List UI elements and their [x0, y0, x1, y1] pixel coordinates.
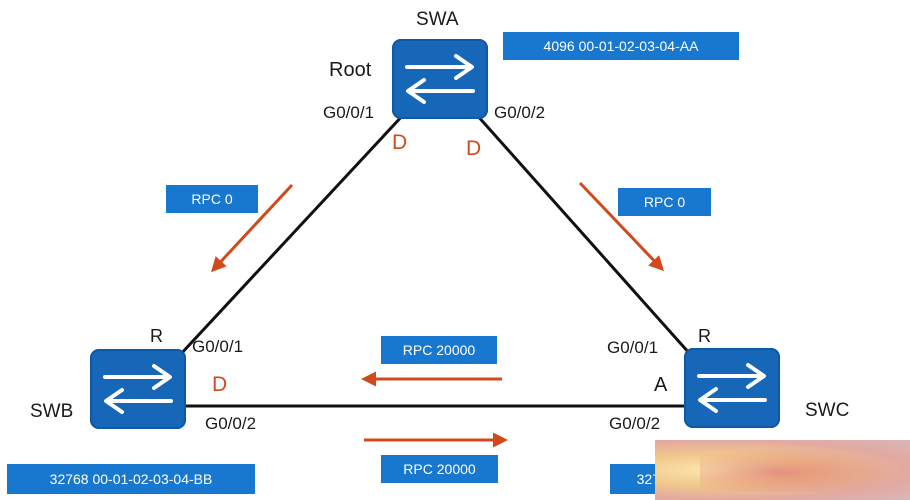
bridge-id-swa: 4096 00-01-02-03-04-AA — [503, 32, 739, 60]
corner-light-flare-shade — [700, 448, 900, 492]
bridge-id-swc: 327 — [610, 464, 662, 494]
switch-arrows-icon — [405, 54, 475, 104]
port-swb-g002: G0/0/2 — [205, 414, 257, 433]
port-swb-g001: G0/0/1 — [192, 337, 244, 356]
port-swa-g001: G0/0/1 — [323, 103, 375, 122]
switch-root-port-mark-swb: R — [150, 326, 163, 346]
port-swa-g002: G0/0/2 — [494, 103, 546, 122]
bpdu-arrow-swa-to-swb — [210, 183, 294, 273]
switch-name-swc: SWC — [805, 400, 850, 421]
switch-name-swa: SWA — [416, 9, 459, 30]
bpdu-label-swa-to-swc: RPC 0 — [618, 188, 711, 216]
port-role-swa-g002: D — [466, 137, 482, 160]
switch-swa — [392, 39, 488, 119]
bpdu-label-swb-to-swc: RPC 20000 — [381, 455, 498, 483]
switch-name-swb: SWB — [30, 401, 74, 422]
port-role-swc-g002: A — [654, 374, 668, 396]
port-swc-g001: G0/0/1 — [607, 338, 659, 357]
port-role-swb-g002: D — [212, 373, 228, 396]
port-swc-g002: G0/0/2 — [609, 414, 661, 433]
bpdu-label-swc-to-swb: RPC 20000 — [381, 336, 497, 364]
switch-arrows-icon — [697, 363, 767, 413]
switch-arrows-icon — [103, 364, 173, 414]
switch-role-swa: Root — [329, 59, 372, 81]
link-swa-swb — [177, 112, 406, 358]
bpdu-arrow-swa-to-swc — [578, 181, 665, 272]
switch-swc — [684, 348, 780, 428]
bpdu-label-swa-to-swb: RPC 0 — [166, 185, 258, 213]
switch-root-port-mark-swc: R — [698, 326, 711, 346]
link-swa-swc — [474, 113, 692, 355]
switch-swb — [90, 349, 186, 429]
bridge-id-swb: 32768 00-01-02-03-04-BB — [7, 464, 255, 494]
port-role-swa-g001: D — [392, 131, 408, 154]
